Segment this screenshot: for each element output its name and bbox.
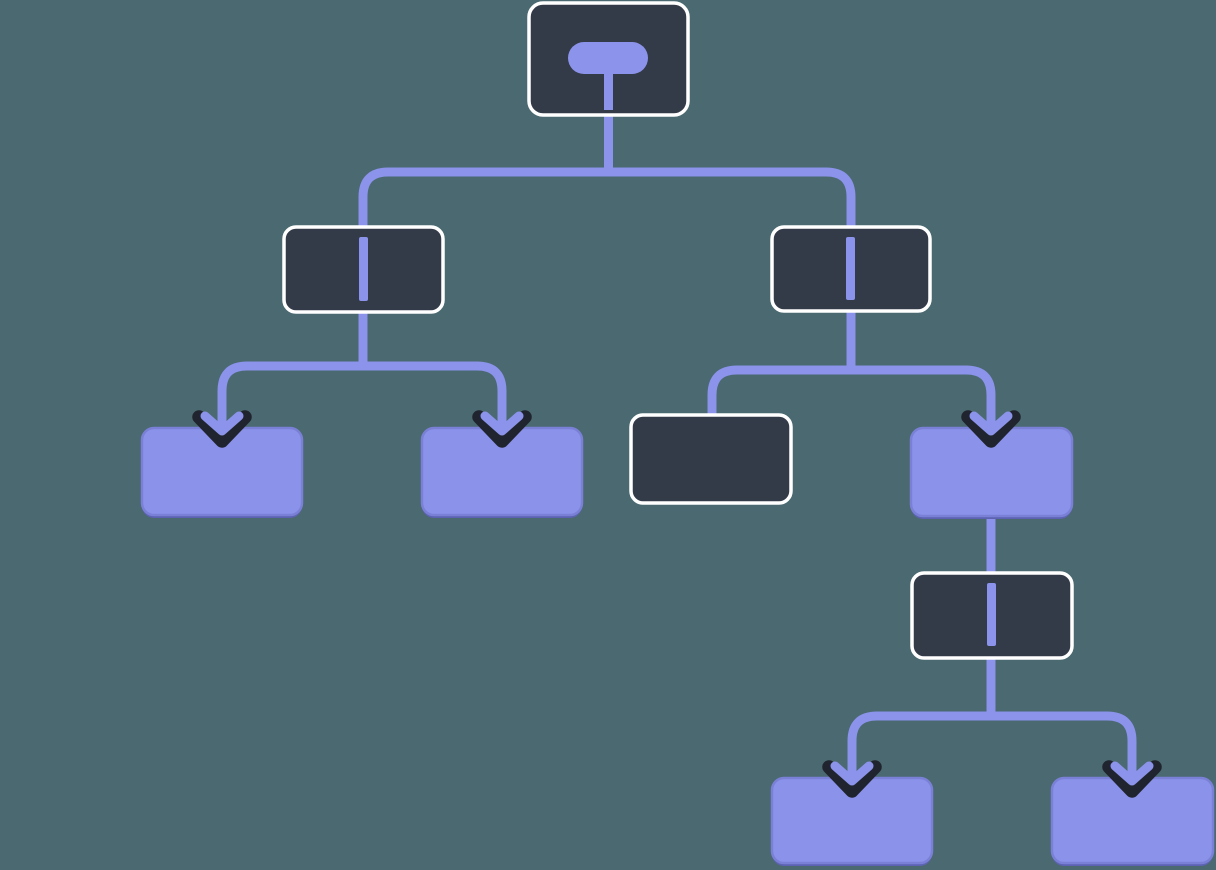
node-plain-dark[interactable] — [629, 413, 793, 505]
node-pass-dark[interactable] — [910, 571, 1074, 660]
node-layer — [140, 1, 1215, 866]
node-root[interactable] — [527, 1, 690, 117]
black-chevron-arrowhead-icon — [961, 410, 1021, 448]
connector-right-split — [707, 365, 996, 422]
black-chevron-arrowhead-icon — [192, 410, 252, 448]
connector-bottom-split — [847, 711, 1137, 772]
pass-through-line-icon — [359, 237, 368, 301]
purple-chevron-arrowhead-icon — [830, 761, 874, 786]
pass-through-line-icon — [987, 583, 996, 646]
node-leaf-c[interactable] — [770, 776, 934, 866]
arrow-layer — [192, 407, 1162, 798]
node-leaf-b[interactable] — [420, 426, 584, 518]
purple-chevron-arrowhead-icon — [969, 411, 1013, 436]
purple-chevron-arrowhead-icon — [200, 411, 244, 436]
node-body — [629, 413, 793, 505]
black-chevron-arrowhead-icon — [1102, 760, 1162, 798]
toggle-pill-stem-icon — [604, 73, 613, 110]
node-leaf-d[interactable] — [1050, 776, 1215, 866]
connector-left-split — [217, 361, 507, 421]
toggle-pill-icon — [568, 42, 648, 74]
connector-level1-split — [358, 167, 856, 232]
black-chevron-arrowhead-icon — [472, 410, 532, 448]
connector-layer — [217, 100, 1137, 772]
node-branch-right[interactable] — [770, 225, 932, 313]
pass-through-line-icon — [846, 237, 855, 300]
purple-chevron-arrowhead-icon — [1110, 761, 1154, 786]
node-mid-accent[interactable] — [909, 426, 1074, 519]
node-leaf-a[interactable] — [140, 426, 304, 518]
black-chevron-arrowhead-icon — [822, 760, 882, 798]
purple-chevron-arrowhead-icon — [480, 411, 524, 436]
node-branch-left[interactable] — [282, 225, 445, 314]
